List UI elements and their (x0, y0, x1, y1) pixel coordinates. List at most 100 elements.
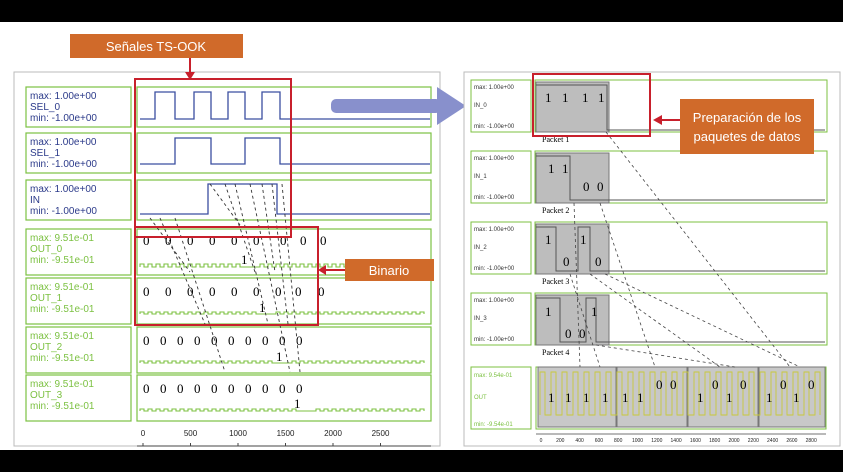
left-x-tick-label: 500 (184, 429, 198, 438)
out-signal-name: OUT (474, 395, 487, 401)
bit-digit: 0 (165, 233, 173, 248)
bit-digit: 1 (591, 304, 598, 319)
waveform-box (136, 326, 432, 374)
right-x-tick-label: 1400 (671, 438, 682, 444)
bit-digit: 0 (194, 381, 201, 396)
waveform-box (136, 374, 432, 422)
packet-min-label: min: -1.00e+00 (474, 266, 515, 272)
signal-label-box (25, 132, 132, 174)
packet-label-box (470, 79, 532, 133)
bit-digit: 0 (245, 333, 252, 348)
packet-waveform-box (534, 221, 828, 275)
out-yellow-train (539, 371, 821, 416)
bit-digit: 1 (793, 390, 800, 405)
bit-digit: 0 (300, 233, 308, 248)
bit-digit: 0 (160, 333, 167, 348)
bit-digit: 0 (295, 284, 302, 299)
bit-digit: 0 (194, 333, 201, 348)
bit-digit: 1 (562, 90, 569, 105)
bit-digit: 0 (595, 254, 602, 269)
bit-digit: 1 (545, 304, 552, 319)
tsook-callout-text: Señales TS-OOK (106, 39, 207, 54)
bit-digit: 0 (143, 333, 150, 348)
signal-max-label: max: 9.51e-01 (30, 282, 94, 293)
signal-label-box (25, 179, 132, 221)
bit-digit: 0 (656, 377, 663, 392)
bit-digit: 0 (563, 254, 570, 269)
bit-digit: 0 (165, 284, 172, 299)
signal-max-label: max: 1.00e+00 (30, 91, 97, 102)
bit-digit: 1 (580, 232, 587, 247)
right-x-tick-label: 1000 (632, 438, 643, 444)
signal-name: OUT_2 (30, 342, 63, 353)
binario-highlight-box (134, 226, 319, 326)
right-x-tick-label: 2600 (786, 438, 797, 444)
bit-digit: 0 (177, 381, 184, 396)
right-x-tick-label: 0 (540, 438, 543, 444)
waveform-box (136, 132, 432, 174)
packet-min-label: min: -1.00e+00 (474, 195, 515, 201)
bit-digit: 0 (320, 233, 328, 248)
bit-digit: 0 (209, 233, 217, 248)
bit-digit: 0 (712, 377, 719, 392)
bit-digit: 1 (545, 232, 552, 247)
bit-digit: 0 (296, 381, 303, 396)
out-min-label: min: -9.54e-01 (474, 422, 513, 428)
packet-signal-name: IN_1 (474, 174, 487, 180)
bit-digit: 1 (622, 390, 629, 405)
signal-max-label: max: 1.00e+00 (30, 184, 97, 195)
signal-max-label: max: 9.51e-01 (30, 379, 94, 390)
bit-digit: 0 (143, 381, 150, 396)
prep-callout-line1: Preparación de los (693, 110, 802, 125)
bit-digit: 0 (279, 333, 286, 348)
right-x-tick-label: 400 (575, 438, 584, 444)
out-label-box (470, 366, 532, 430)
signal-min-label: min: -1.00e+00 (30, 113, 97, 124)
right-x-tick-label: 1200 (651, 438, 662, 444)
right-x-tick-label: 2200 (748, 438, 759, 444)
bit-digit: 0 (187, 233, 195, 248)
packet-blocks (535, 81, 610, 346)
bit-digit: 0 (143, 233, 151, 248)
bit-digit: 1 (598, 90, 605, 105)
packet-label: Packet 3 (542, 277, 569, 286)
right-x-tick-label: 2000 (728, 438, 739, 444)
packet-signal-name: IN_2 (474, 245, 487, 251)
signal-min-label: min: -9.51e-01 (30, 401, 95, 412)
bit-digit: 0 (160, 381, 167, 396)
bit-digit: 1 (637, 390, 644, 405)
bit-digit: 0 (209, 284, 216, 299)
left-dashed-connectors (149, 183, 301, 373)
packet-label: Packet 2 (542, 206, 569, 215)
signal-max-label: max: 9.51e-01 (30, 233, 94, 244)
bit-digit: 0 (211, 381, 218, 396)
sel1-waveform (140, 137, 430, 165)
signal-name: SEL_0 (30, 102, 60, 113)
flow-arrow (331, 99, 441, 113)
right-dashed-connectors (569, 131, 801, 368)
out1-one: 1 (259, 300, 266, 315)
packet-min-label: min: -1.00e+00 (474, 337, 515, 343)
bit-digit: 0 (275, 284, 282, 299)
packet-signal-name: IN_0 (474, 103, 487, 109)
packet-max-label: max: 1.00e+00 (474, 156, 515, 162)
signal-name: OUT_3 (30, 390, 63, 401)
right-x-tick-label: 2800 (806, 438, 817, 444)
signal-name: OUT_1 (30, 293, 63, 304)
out-max-label: max: 9.54e-01 (474, 373, 513, 379)
bit-digit: 0 (245, 381, 252, 396)
bit-digit: 0 (253, 284, 260, 299)
bit-digit: 0 (670, 377, 677, 392)
out-pulse-train (139, 360, 425, 364)
